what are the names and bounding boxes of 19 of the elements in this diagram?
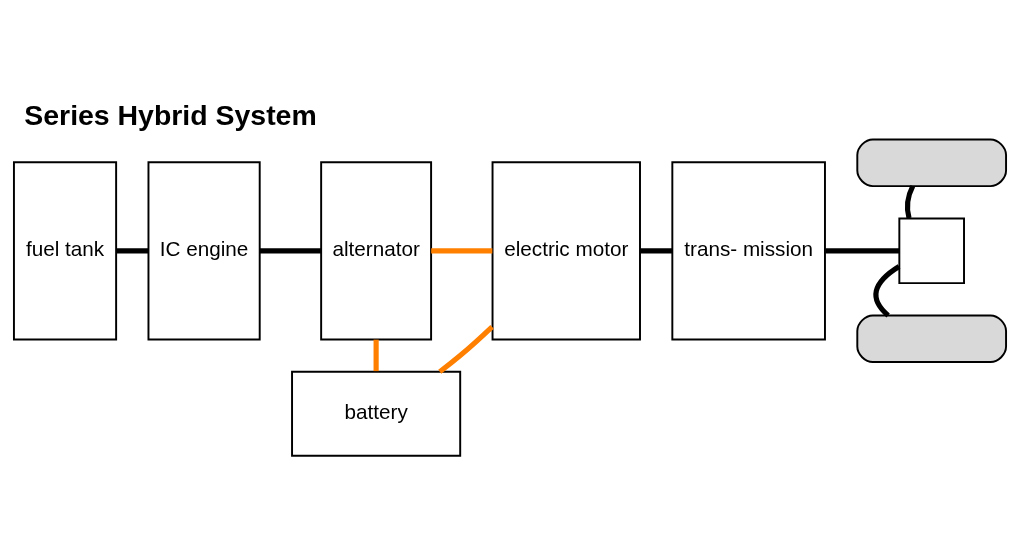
connector xyxy=(431,248,493,254)
connector xyxy=(438,325,494,374)
diagram-title: Series Hybrid System xyxy=(24,98,317,131)
connector xyxy=(873,264,901,318)
node-box: fuel tank xyxy=(12,161,118,341)
node-box xyxy=(898,217,965,285)
node-box: electric motor xyxy=(491,161,641,341)
node-box xyxy=(856,138,1008,188)
connector xyxy=(640,248,673,254)
node-box xyxy=(856,314,1008,364)
node-box: IC engine xyxy=(147,161,261,341)
connector xyxy=(904,185,916,219)
connector xyxy=(259,248,321,254)
connector xyxy=(373,339,379,372)
node-box: alternator xyxy=(320,161,433,341)
connector xyxy=(116,248,149,254)
node-box: battery xyxy=(291,370,462,457)
connector xyxy=(825,248,900,254)
node-box: trans- mission xyxy=(671,161,826,341)
